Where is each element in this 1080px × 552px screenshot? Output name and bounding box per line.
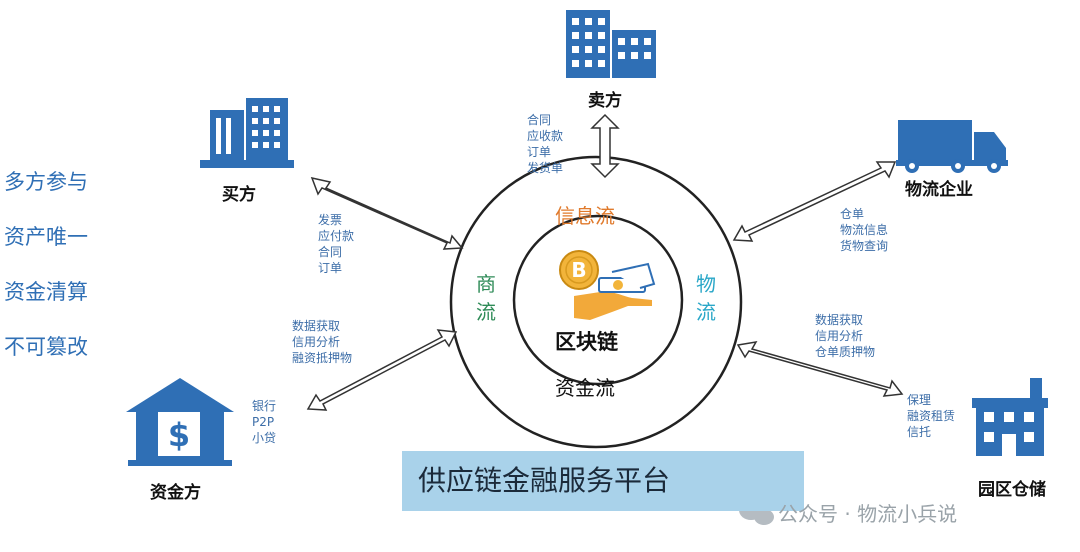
platform-title: 供应链金融服务平台 — [402, 451, 804, 511]
label-capital-flow: 资金流 — [555, 376, 615, 400]
feature-item: 资产唯一 — [4, 225, 88, 249]
building-icon — [566, 10, 656, 78]
node-buyer-left: 买方 — [222, 185, 256, 205]
inner-circle — [512, 214, 684, 386]
info-line: 融资抵押物 — [292, 351, 353, 365]
feature-item: 资金清算 — [4, 280, 88, 304]
info-line: 货物查询 — [840, 239, 889, 253]
info-line: 发票 — [318, 213, 343, 227]
funder-types: 银行 P2P 小贷 — [252, 398, 276, 446]
bitcoin-symbol: B — [571, 258, 587, 282]
outer-circle — [449, 155, 743, 449]
arrow-left-buyer — [310, 176, 464, 250]
info-line: 订单 — [318, 261, 343, 275]
info-line: 应收款 — [527, 129, 564, 143]
label-commerce-flow: 商流 — [476, 272, 496, 324]
arrow-top — [590, 113, 620, 179]
info-line: 应付款 — [318, 229, 355, 243]
info-line: 信用分析 — [815, 329, 864, 343]
info-line: 银行 — [252, 399, 277, 413]
feature-item: 不可篡改 — [4, 335, 88, 359]
flow-info-top: 合同 应收款 订单 发货单 — [527, 112, 563, 176]
flow-info-warehouse: 数据获取 信用分析 仓单质押物 — [815, 312, 875, 360]
feature-list: 多方参与 资产唯一 资金清算 不可篡改 — [4, 165, 88, 385]
label-blockchain-core: 区块链 — [555, 330, 618, 354]
node-funder: 资金方 — [150, 483, 201, 503]
truck-icon — [896, 120, 1008, 173]
node-seller-top: 卖方 — [588, 91, 622, 111]
feature-item: 多方参与 — [4, 170, 88, 194]
info-line: 数据获取 — [292, 319, 341, 333]
info-line: 融资租赁 — [907, 409, 956, 423]
flow-info-left: 发票 应付款 合同 订单 — [318, 212, 354, 276]
info-line: 发货单 — [527, 161, 564, 175]
info-line: 物流信息 — [840, 223, 889, 237]
warehouse-types: 保理 融资租赁 信托 — [907, 392, 955, 440]
node-logistics: 物流企业 — [905, 180, 973, 200]
hand-coin-icon — [574, 262, 656, 320]
watermark: 公众号 · 物流小兵说 — [778, 502, 958, 526]
info-line: 合同 — [318, 245, 343, 259]
arrow-warehouse — [736, 341, 904, 397]
info-line: 信用分析 — [292, 335, 341, 349]
info-line: 合同 — [527, 113, 552, 127]
info-line: 信托 — [907, 425, 932, 439]
flow-info-funder: 数据获取 信用分析 融资抵押物 — [292, 318, 352, 366]
info-line: 数据获取 — [815, 313, 864, 327]
info-line: 订单 — [527, 145, 552, 159]
bitcoin-icon — [559, 250, 599, 290]
info-line: 保理 — [907, 393, 932, 407]
flow-info-logistics: 仓单 物流信息 货物查询 — [840, 206, 888, 254]
bank-icon: $ — [126, 378, 234, 466]
building-icon — [200, 98, 294, 168]
node-warehouse: 园区仓储 — [978, 480, 1046, 500]
svg-text:$: $ — [168, 416, 190, 454]
arrow-funder — [306, 329, 458, 411]
info-line: 小贷 — [252, 431, 277, 445]
info-line: P2P — [252, 415, 275, 429]
label-logistics-flow: 物流 — [696, 272, 716, 324]
info-line: 仓单 — [840, 207, 865, 221]
label-info-flow: 信息流 — [555, 204, 615, 228]
info-line: 仓单质押物 — [815, 345, 876, 359]
arrow-logistics — [732, 161, 897, 242]
warehouse-icon — [972, 378, 1048, 456]
